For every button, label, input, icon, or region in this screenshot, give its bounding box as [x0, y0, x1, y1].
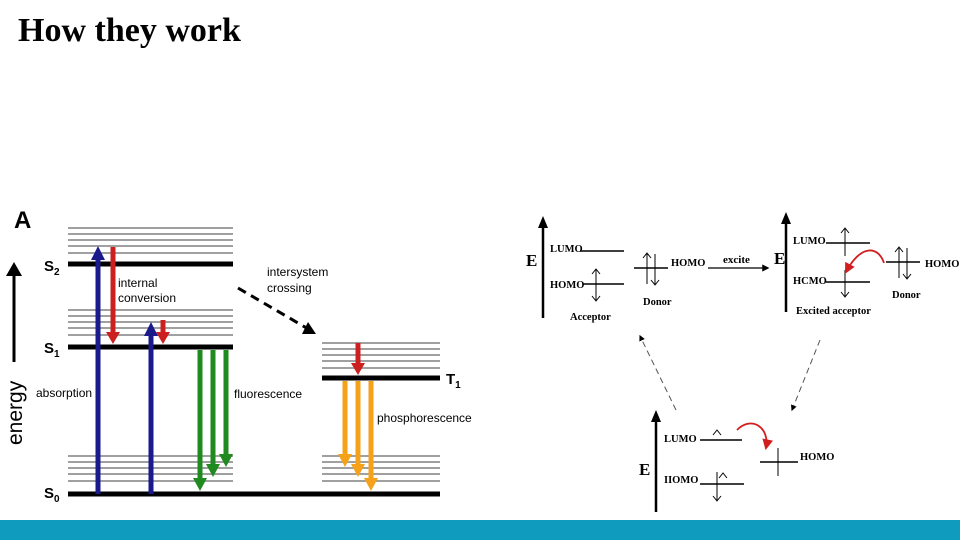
- phosphorescence-arrows: [338, 381, 378, 491]
- t1-label: T1: [446, 371, 461, 391]
- intersystem-label-1: intersystem: [267, 265, 328, 279]
- orbital-diagram-excited: E LUMO HCMO Excited acceptor HOMO Donor: [774, 212, 959, 317]
- donor-label-excited: Donor: [892, 290, 921, 301]
- s1-label: S1: [44, 340, 60, 360]
- excite-label: excite: [723, 254, 750, 266]
- energy-axis-arrowhead: [6, 262, 22, 276]
- electron-transfer-arrow-bottom: [736, 422, 773, 451]
- fluorescence-arrows: [193, 350, 233, 491]
- intersystem-label-2: crossing: [267, 281, 312, 295]
- phosphorescence-label: phosphorescence: [377, 411, 472, 425]
- donor-homo-label-excited: HOMO: [925, 259, 959, 270]
- energy-axis-label: energy: [4, 380, 27, 445]
- s0-vibrational-levels: [68, 455, 440, 482]
- absorption-label: absorption: [36, 386, 92, 400]
- internal-conversion-label-1: internal: [118, 276, 157, 290]
- lumo-label-ground: LUMO: [550, 244, 583, 255]
- internal-conversion-label-2: conversion: [118, 291, 176, 305]
- donor-homo-label-bottom: HOMO: [800, 452, 834, 463]
- s2-vibrational-levels: [68, 227, 233, 254]
- donor-homo-label-ground: HOMO: [671, 258, 705, 269]
- excite-arrow: excite: [708, 254, 770, 272]
- internal-conversion-arrows: [106, 247, 365, 375]
- intersystem-crossing-arrowhead: [302, 322, 316, 334]
- energy-label-ground: E: [526, 251, 537, 270]
- acceptor-label: Acceptor: [570, 312, 611, 323]
- homo-label-bottom: IIOMO: [664, 475, 698, 486]
- jablonski-diagram: A energy S2 S1 S0: [4, 207, 472, 505]
- panel-label: A: [14, 207, 31, 234]
- energy-label-bottom: E: [639, 460, 650, 479]
- cycle-arrow-right: [790, 339, 821, 412]
- fluorescence-label: fluorescence: [234, 387, 302, 401]
- s2-label: S2: [44, 258, 60, 278]
- t1-vibrational-levels: [322, 342, 440, 369]
- donor-label-ground: Donor: [643, 297, 672, 308]
- lumo-label-bottom: LUMO: [664, 434, 697, 445]
- s0-label: S0: [44, 485, 60, 505]
- lumo-label-excited: LUMO: [793, 236, 826, 247]
- excited-acceptor-label: Excited acceptor: [796, 306, 871, 317]
- slide-title: How they work: [18, 12, 241, 49]
- orbital-diagram-charge-separated: E LUMO IIOMO HOMO: [639, 410, 834, 512]
- energy-label-excited: E: [774, 249, 785, 268]
- homo-label-ground: HOMO: [550, 280, 584, 291]
- absorption-arrows: [91, 246, 158, 494]
- cycle-arrow-left: [639, 334, 677, 411]
- orbital-diagram-ground: E LUMO HOMO Acceptor HOMO Donor: [526, 216, 705, 323]
- homo-label-excited: HCMO: [793, 276, 827, 287]
- electron-transfer-arrow-excited: [845, 249, 885, 274]
- footer-bar: [0, 520, 960, 540]
